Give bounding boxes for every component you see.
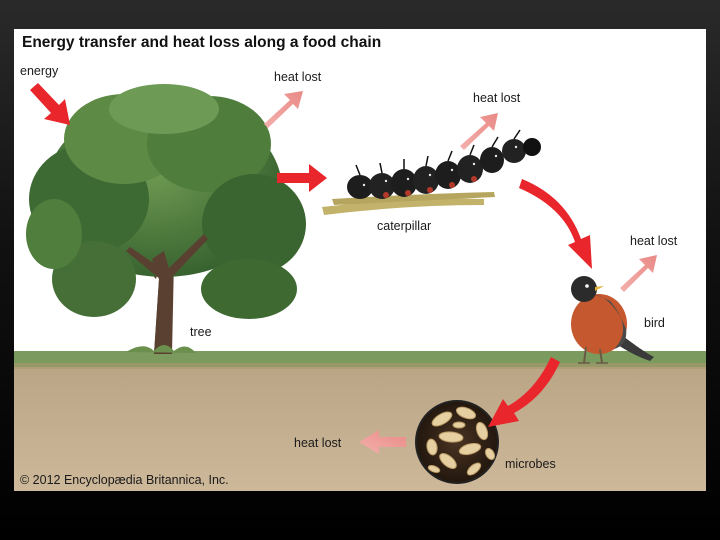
caterpillar-label: caterpillar xyxy=(377,219,432,233)
diagram-canvas xyxy=(14,29,706,491)
energy-label: energy xyxy=(20,64,59,78)
heat-arrow-caterpillar xyxy=(460,113,498,150)
heat-lost-label-tree: heat lost xyxy=(274,70,322,84)
microbes-label: microbes xyxy=(505,457,556,471)
microbes-illustration xyxy=(415,400,499,484)
heat-arrow-microbes xyxy=(359,430,406,454)
heat-lost-label-bird: heat lost xyxy=(630,234,678,248)
energy-in-arrow xyxy=(30,83,70,125)
soil-ground xyxy=(14,359,706,491)
heat-lost-label-caterpillar: heat lost xyxy=(473,91,521,105)
heat-arrow-bird xyxy=(620,255,657,292)
tree-label: tree xyxy=(190,325,212,339)
energy-arrows xyxy=(30,83,592,427)
heat-arrow-tree xyxy=(264,91,303,128)
caterpillar-to-bird-arrow xyxy=(519,179,592,269)
copyright-notice: © 2012 Encyclopædia Britannica, Inc. xyxy=(20,473,229,487)
heat-lost-label-microbes: heat lost xyxy=(294,436,342,450)
bird-to-microbes-arrow xyxy=(488,357,560,427)
heat-arrows xyxy=(264,91,657,454)
diagram-panel: Energy transfer and heat loss along a fo… xyxy=(14,29,706,491)
tree-to-caterpillar-arrow xyxy=(277,164,327,192)
caterpillar-illustration xyxy=(322,129,541,215)
bird-illustration xyxy=(571,276,654,364)
diagram-title: Energy transfer and heat loss along a fo… xyxy=(22,34,382,51)
bird-label: bird xyxy=(644,316,665,330)
tree-illustration xyxy=(26,84,306,354)
